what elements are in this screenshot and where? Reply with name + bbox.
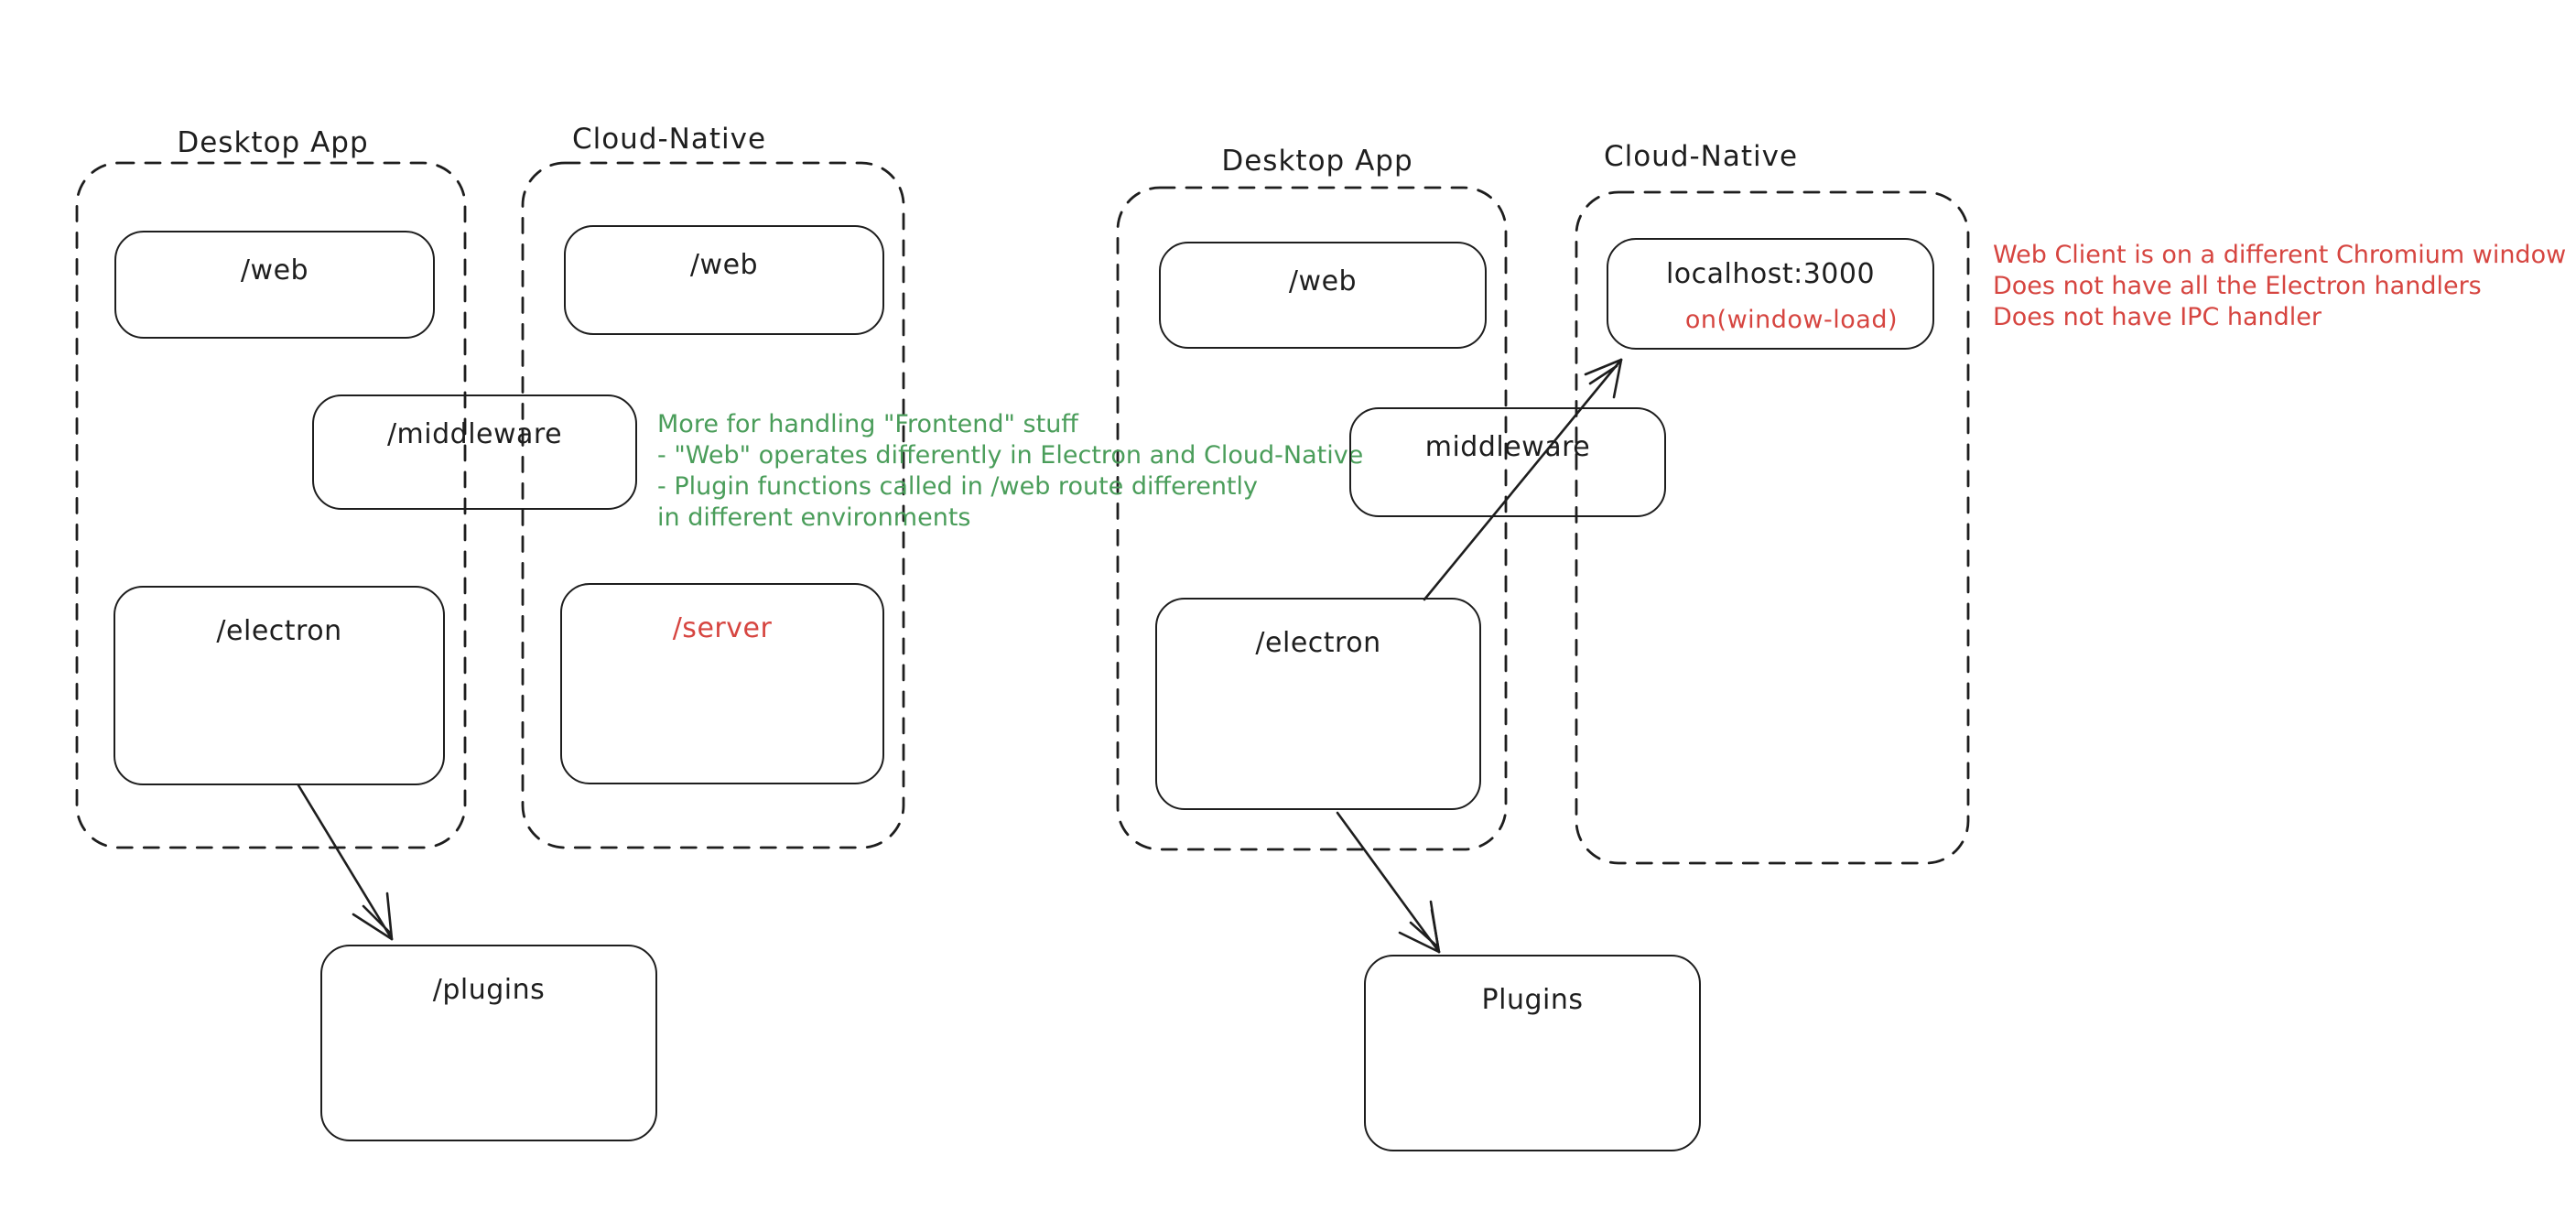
cloud-native-group-left: [521, 161, 905, 849]
node-label: /plugins: [432, 974, 546, 1006]
arrow-electron-to-plugins-left: [297, 784, 394, 941]
node-web-cloud-left: /web: [564, 225, 884, 335]
node-server-left: /server: [560, 583, 884, 784]
node-label: localhost:3000: [1665, 258, 1876, 290]
node-electron-left: /electron: [114, 586, 445, 785]
node-middleware-right: middleware: [1349, 407, 1666, 517]
cloud-native-group-right: [1575, 190, 1970, 865]
green-note-line: in different environments: [657, 503, 971, 532]
desktop-app-group-right: [1116, 186, 1508, 851]
red-note-line: Does not have IPC handler: [1993, 303, 2322, 331]
window-load-label: on(window-load): [1684, 306, 1898, 334]
red-note-line: Does not have all the Electron handlers: [1993, 272, 2482, 300]
group-label-cloud-right: Cloud-Native: [1603, 140, 1799, 173]
green-note-line: More for handling "Frontend" stuff: [657, 410, 1078, 438]
node-plugins-left: /plugins: [320, 945, 657, 1141]
node-plugins-right: Plugins: [1364, 955, 1701, 1151]
node-label: /electron: [216, 615, 342, 647]
node-label: Plugins: [1481, 984, 1584, 1016]
arrow-electron-to-localhost: [1423, 358, 1623, 601]
desktop-app-group-left: [75, 161, 467, 849]
green-note-line: - "Web" operates differently in Electron…: [657, 441, 1364, 470]
node-web-desktop-right: /web: [1159, 242, 1487, 349]
green-note-line: - Plugin functions called in /web route …: [657, 472, 1259, 501]
node-label: /electron: [1255, 627, 1381, 659]
node-localhost: localhost:3000 on(window-load): [1607, 238, 1934, 350]
node-middleware-left: /middleware: [312, 394, 637, 510]
group-label-desktop-right: Desktop App: [1221, 145, 1413, 178]
node-electron-right: /electron: [1155, 598, 1481, 810]
group-label-cloud-left: Cloud-Native: [571, 123, 767, 156]
node-label: /server: [672, 612, 773, 644]
green-note: More for handling "Frontend" stuff - "We…: [657, 409, 1363, 534]
node-label: /web: [689, 249, 759, 281]
red-note: Web Client is on a different Chromium wi…: [1993, 240, 2566, 333]
node-web-desktop-left: /web: [114, 231, 435, 339]
group-label-desktop-left: Desktop App: [177, 126, 369, 159]
node-label: middleware: [1424, 431, 1591, 463]
node-label: /middleware: [386, 418, 563, 450]
arrow-electron-to-plugins-right: [1336, 811, 1441, 954]
node-label: /web: [1288, 265, 1358, 297]
red-note-line: Web Client is on a different Chromium wi…: [1993, 241, 2567, 269]
node-label: /web: [240, 254, 309, 286]
